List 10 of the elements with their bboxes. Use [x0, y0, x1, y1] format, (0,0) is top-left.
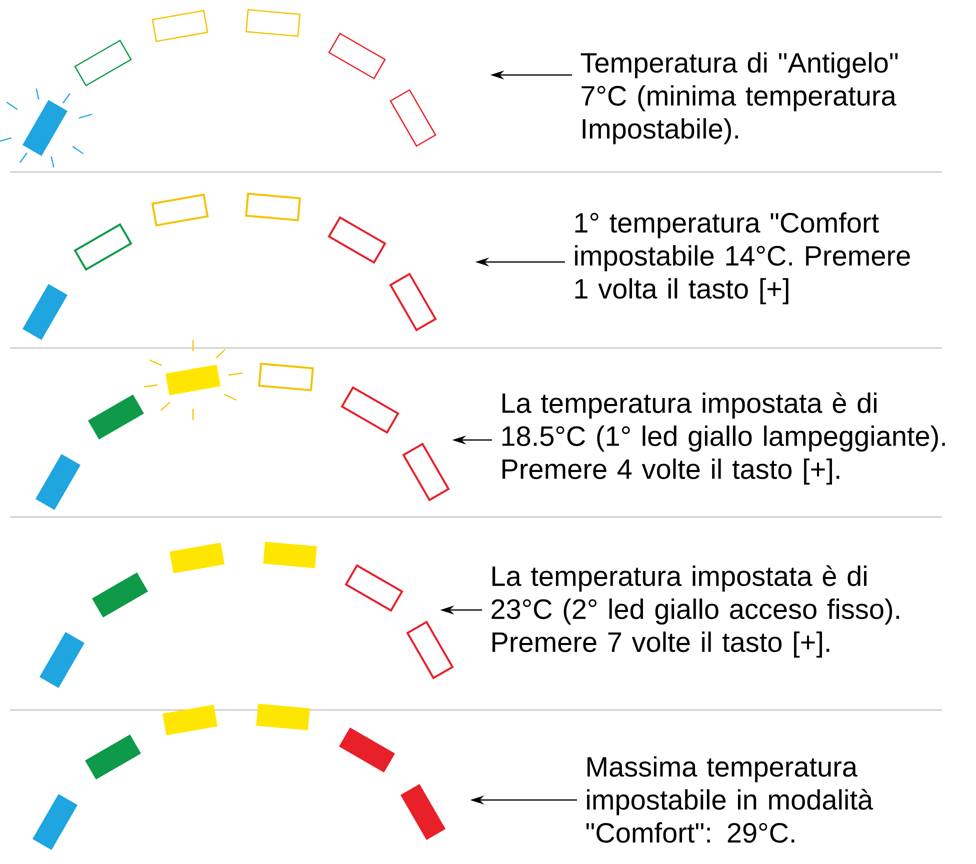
led-arc-drawing — [35, 340, 450, 510]
instruction-text: 1° temperatura "Comfort impostabile 14°C. Premere 1 volta il tasto [+] — [575, 212, 910, 304]
instruction-text: La temperatura impostata è di 18.5°C (1° led giallo lampeggiante). Premere 4 volte il tasto [+]. — [502, 392, 945, 485]
led-arc-drawing — [22, 192, 437, 340]
led-arc-drawing — [0, 9, 436, 168]
led-arc-drawing — [32, 704, 446, 850]
instruction-text: La temperatura impostata è di 23°C (2° led giallo acceso fisso). Premere 7 volte il tasto [+]. — [492, 565, 900, 658]
instruction-text: Massima temperatura impostabile in modalità "Comfort": 29°C. — [586, 756, 874, 843]
instruction-text: Temperatura di "Antigelo" 7°C (minima temperatura Impostabile). — [580, 52, 898, 144]
led-arc-drawing — [39, 542, 454, 688]
